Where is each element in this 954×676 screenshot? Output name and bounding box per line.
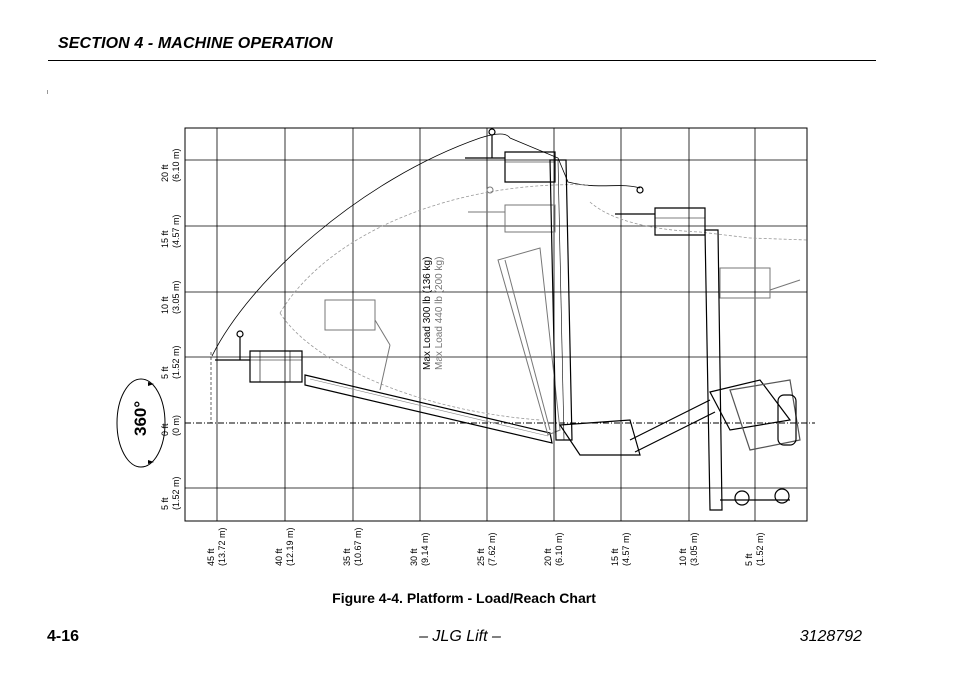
svg-text:25 ft: 25 ft <box>476 548 486 566</box>
load-label-secondary: Max Load 440 lb (200 kg) <box>434 257 445 370</box>
header-rule <box>48 60 876 61</box>
lower-reach-envelope <box>279 312 541 421</box>
svg-text:(6.10 m): (6.10 m) <box>171 148 181 182</box>
load-reach-chart: Max Load 300 lb (136 kg) Max Load 440 lb… <box>110 120 830 580</box>
svg-text:(4.57 m): (4.57 m) <box>621 532 631 566</box>
svg-text:(3.05 m): (3.05 m) <box>689 532 699 566</box>
inner-reach-envelope <box>279 184 591 314</box>
svg-text:(1.52 m): (1.52 m) <box>755 532 765 566</box>
rotation-arrow-bottom <box>148 460 154 464</box>
svg-text:(10.67 m): (10.67 m) <box>353 527 363 566</box>
svg-text:10 ft: 10 ft <box>678 548 688 566</box>
svg-text:15 ft: 15 ft <box>160 230 170 248</box>
y-tick-0ft: 0 ft (0 m) <box>160 415 181 436</box>
document-number: 3128792 <box>799 628 862 645</box>
figure-caption: Figure 4-4. Platform - Load/Reach Chart <box>332 590 596 606</box>
svg-text:5 ft: 5 ft <box>160 497 170 510</box>
svg-text:40 ft: 40 ft <box>274 548 284 566</box>
svg-text:(6.10 m): (6.10 m) <box>554 532 564 566</box>
svg-text:(13.72 m): (13.72 m) <box>217 527 227 566</box>
rotation-arrow-top <box>148 382 154 386</box>
footer-brand: – JLG Lift – <box>419 628 501 645</box>
svg-text:10 ft: 10 ft <box>160 296 170 314</box>
svg-text:30 ft: 30 ft <box>409 548 419 566</box>
boom-right-position <box>615 186 801 511</box>
svg-text:(1.52 m): (1.52 m) <box>171 476 181 510</box>
upper-reach-envelope <box>509 137 641 189</box>
section-title: SECTION 4 - MACHINE OPERATION <box>58 35 333 52</box>
svg-text:15 ft: 15 ft <box>610 548 620 566</box>
boom-mid-faded <box>324 186 801 436</box>
y-tick-20ft: 20 ft (6.10 m) <box>160 148 181 182</box>
svg-text:20 ft: 20 ft <box>543 548 553 566</box>
svg-text:(12.19 m): (12.19 m) <box>285 527 295 566</box>
y-tick-5ft: 5 ft (1.52 m) <box>160 345 181 379</box>
svg-text:5 ft: 5 ft <box>744 553 754 566</box>
load-reach-chart-svg: Max Load 300 lb (136 kg) Max Load 440 lb… <box>116 127 815 566</box>
x-tick-20ft: 20 ft (6.10 m) <box>543 532 564 566</box>
y-tick-15ft: 15 ft (4.57 m) <box>160 214 181 248</box>
svg-text:(9.14 m): (9.14 m) <box>420 532 430 566</box>
inner-reach-envelope-right <box>589 201 808 241</box>
y-tick-10ft: 10 ft (3.05 m) <box>160 280 181 314</box>
x-tick-15ft: 15 ft (4.57 m) <box>610 532 631 566</box>
y-tick-neg5ft: 5 ft (1.52 m) <box>160 476 181 510</box>
x-tick-45ft: 45 ft (13.72 m) <box>206 527 227 566</box>
svg-text:0 ft: 0 ft <box>160 423 170 436</box>
x-tick-5ft: 5 ft (1.52 m) <box>744 532 765 566</box>
x-axis-labels: 45 ft (13.72 m) 40 ft (12.19 m) 35 ft (1… <box>206 527 765 566</box>
x-tick-35ft: 35 ft (10.67 m) <box>342 527 363 566</box>
x-tick-40ft: 40 ft (12.19 m) <box>274 527 295 566</box>
load-labels: Max Load 300 lb (136 kg) Max Load 440 lb… <box>422 257 445 370</box>
svg-text:(3.05 m): (3.05 m) <box>171 280 181 314</box>
outer-reach-envelope <box>211 133 511 357</box>
svg-text:(1.52 m): (1.52 m) <box>171 345 181 379</box>
svg-text:20 ft: 20 ft <box>160 164 170 182</box>
svg-text:(4.57 m): (4.57 m) <box>171 214 181 248</box>
chart-frame <box>184 127 808 522</box>
rotation-badge-text: 360° <box>131 401 150 436</box>
svg-text:35 ft: 35 ft <box>342 548 352 566</box>
rotation-badge <box>116 378 166 468</box>
boom-vertical <box>465 128 716 456</box>
x-tick-30ft: 30 ft (9.14 m) <box>409 532 430 566</box>
svg-text:(0 m): (0 m) <box>171 415 181 436</box>
svg-text:(7.62 m): (7.62 m) <box>487 532 497 566</box>
page-number: 4-16 <box>47 628 80 645</box>
boom-extended-low <box>215 330 553 444</box>
x-tick-25ft: 25 ft (7.62 m) <box>476 532 497 566</box>
page-mark <box>47 90 48 94</box>
grid-lines <box>185 128 807 521</box>
x-tick-10ft: 10 ft (3.05 m) <box>678 532 699 566</box>
svg-text:45 ft: 45 ft <box>206 548 216 566</box>
svg-text:5 ft: 5 ft <box>160 366 170 379</box>
load-label-primary: Max Load 300 lb (136 kg) <box>422 257 433 370</box>
y-axis-labels: 20 ft (6.10 m) 15 ft (4.57 m) 10 ft (3.0… <box>160 148 181 510</box>
